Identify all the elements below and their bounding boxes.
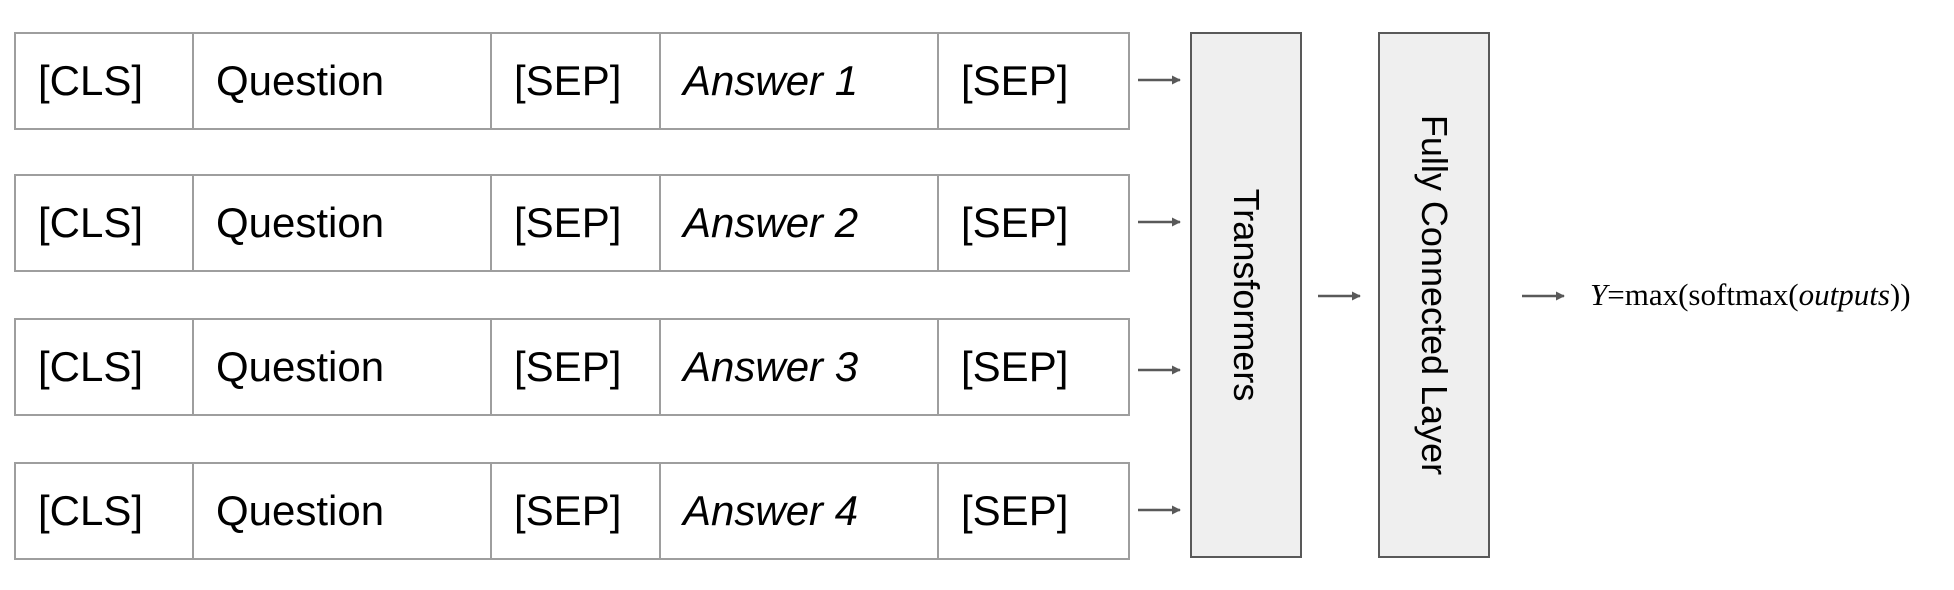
answer-token: Answer 4 xyxy=(661,464,939,558)
cls-token: [CLS] xyxy=(16,34,194,128)
question-token: Question xyxy=(194,34,492,128)
formula-close: )) xyxy=(1889,277,1911,312)
formula-y: Y xyxy=(1590,277,1608,312)
sep-token: [SEP] xyxy=(961,343,1069,390)
formula-outputs: outputs xyxy=(1798,277,1890,312)
fully-connected-layer-block: Fully Connected Layer xyxy=(1378,32,1490,558)
question-token: Question xyxy=(194,320,492,414)
answer-token: Answer 3 xyxy=(661,320,939,414)
input-sequence-row-2: [CLS] Question [SEP] Answer 2 [SEP] xyxy=(14,174,1130,272)
input-sequence-row-3: [CLS] Question [SEP] Answer 3 [SEP] xyxy=(14,318,1130,416)
cls-token: [CLS] xyxy=(16,176,194,270)
fully-connected-layer-label: Fully Connected Layer xyxy=(1414,114,1455,476)
sep-token: [SEP] xyxy=(961,57,1069,104)
input-sequence-row-4: [CLS] Question [SEP] Answer 4 [SEP] xyxy=(14,462,1130,560)
answer-token: Answer 1 xyxy=(661,34,939,128)
cls-token: [CLS] xyxy=(16,320,194,414)
input-sequence-row-1: [CLS] Question [SEP] Answer 1 [SEP] xyxy=(14,32,1130,130)
sep-token: [SEP] xyxy=(492,34,661,128)
sep-token: [SEP] xyxy=(961,199,1069,246)
answer-token: Answer 2 xyxy=(661,176,939,270)
transformers-label: Transformers xyxy=(1226,188,1267,402)
sep-token: [SEP] xyxy=(492,176,661,270)
question-token: Question xyxy=(194,464,492,558)
question-token: Question xyxy=(194,176,492,270)
cls-token: [CLS] xyxy=(16,464,194,558)
sep-token: [SEP] xyxy=(961,487,1069,534)
formula-max-softmax: =max(softmax( xyxy=(1607,277,1799,312)
output-formula: Y=max(softmax(outputs)) xyxy=(1590,276,1911,314)
transformers-block: Transformers xyxy=(1190,32,1302,558)
sep-token: [SEP] xyxy=(492,320,661,414)
sep-token: [SEP] xyxy=(492,464,661,558)
